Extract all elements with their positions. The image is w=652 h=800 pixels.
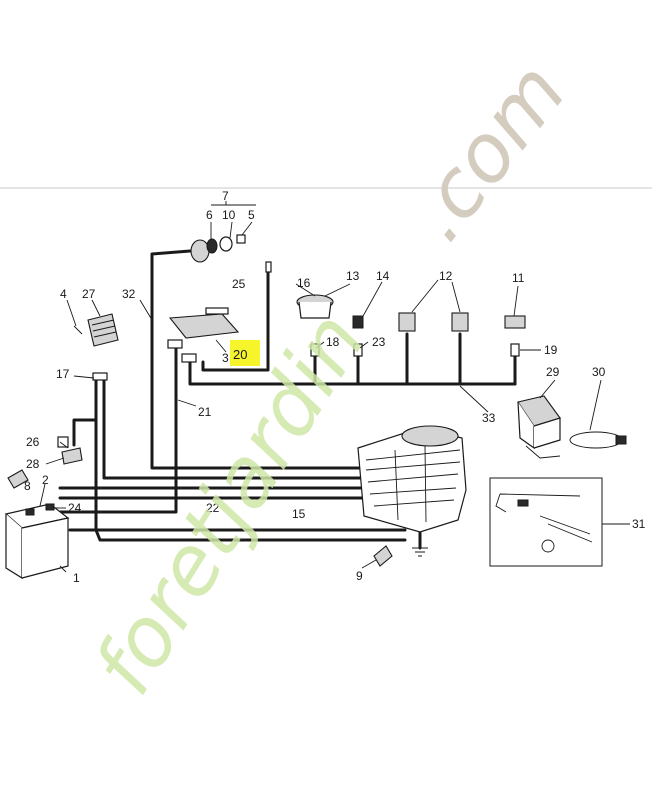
callout-17: 17 <box>56 367 70 381</box>
ground-symbol <box>412 547 428 557</box>
callout-22: 22 <box>206 501 220 515</box>
wire-32 <box>150 249 364 470</box>
part-8 <box>7 469 29 489</box>
component-16 <box>296 294 334 357</box>
callout-5: 5 <box>248 208 255 222</box>
callout-33: 33 <box>482 411 496 425</box>
sensor-14 <box>352 315 364 357</box>
part-26 <box>57 436 69 448</box>
callout-11: 11 <box>512 271 525 285</box>
callout-18: 18 <box>326 335 340 349</box>
bulb-9 <box>373 545 393 567</box>
leader-lines <box>39 201 602 573</box>
wire-26 <box>72 418 98 447</box>
callout-24: 24 <box>68 501 82 515</box>
watermark-text-gray: .com <box>390 46 584 258</box>
connector-11 <box>504 315 526 357</box>
callout-27: 27 <box>82 287 96 301</box>
callout-12: 12 <box>439 269 453 283</box>
wire-17 <box>94 376 407 542</box>
wire-33-branches <box>313 332 517 386</box>
regulator-27 <box>87 313 119 347</box>
callout-28: 28 <box>26 457 40 471</box>
control-module-3 <box>167 307 240 363</box>
callout-labels: 1 2 3 4 5 6 7 8 9 10 11 12 13 14 15 16 1… <box>24 189 646 585</box>
wire-21 <box>48 346 178 514</box>
callout-31: 31 <box>632 517 646 531</box>
callout-9: 9 <box>356 569 363 583</box>
kit-31-box <box>489 477 630 567</box>
callout-29: 29 <box>546 365 560 379</box>
connector-17 <box>92 372 108 381</box>
wire-20 <box>201 270 270 372</box>
relays-12 <box>398 312 469 332</box>
callout-8: 8 <box>24 479 31 493</box>
ignition-switch <box>190 234 246 263</box>
callout-14: 14 <box>376 269 390 283</box>
callout-1: 1 <box>73 571 80 585</box>
highlight-box <box>230 340 260 366</box>
callout-26: 26 <box>26 435 40 449</box>
callout-19: 19 <box>544 343 558 357</box>
callout-4: 4 <box>60 287 67 301</box>
part-28 <box>61 447 83 465</box>
wire-17b <box>102 376 364 480</box>
wiring-harness <box>48 249 517 550</box>
connector-25 <box>265 261 272 273</box>
callout-2: 2 <box>42 473 49 487</box>
callout-30: 30 <box>592 365 606 379</box>
callout-10: 10 <box>222 208 236 222</box>
callout-6: 6 <box>206 208 213 222</box>
callout-7: 7 <box>222 189 229 203</box>
callout-20: 20 <box>233 347 247 362</box>
callout-25: 25 <box>232 277 246 291</box>
screw-4 <box>73 325 83 335</box>
callout-23: 23 <box>372 335 386 349</box>
callout-16: 16 <box>297 276 311 290</box>
callout-32: 32 <box>122 287 136 301</box>
battery-1 <box>4 503 70 580</box>
cable-30 <box>569 431 627 449</box>
engine <box>357 425 467 533</box>
charger-29 <box>517 395 561 459</box>
callout-13: 13 <box>346 269 360 283</box>
callout-21: 21 <box>198 405 212 419</box>
callout-15: 15 <box>292 507 306 521</box>
callout-3: 3 <box>222 351 229 365</box>
